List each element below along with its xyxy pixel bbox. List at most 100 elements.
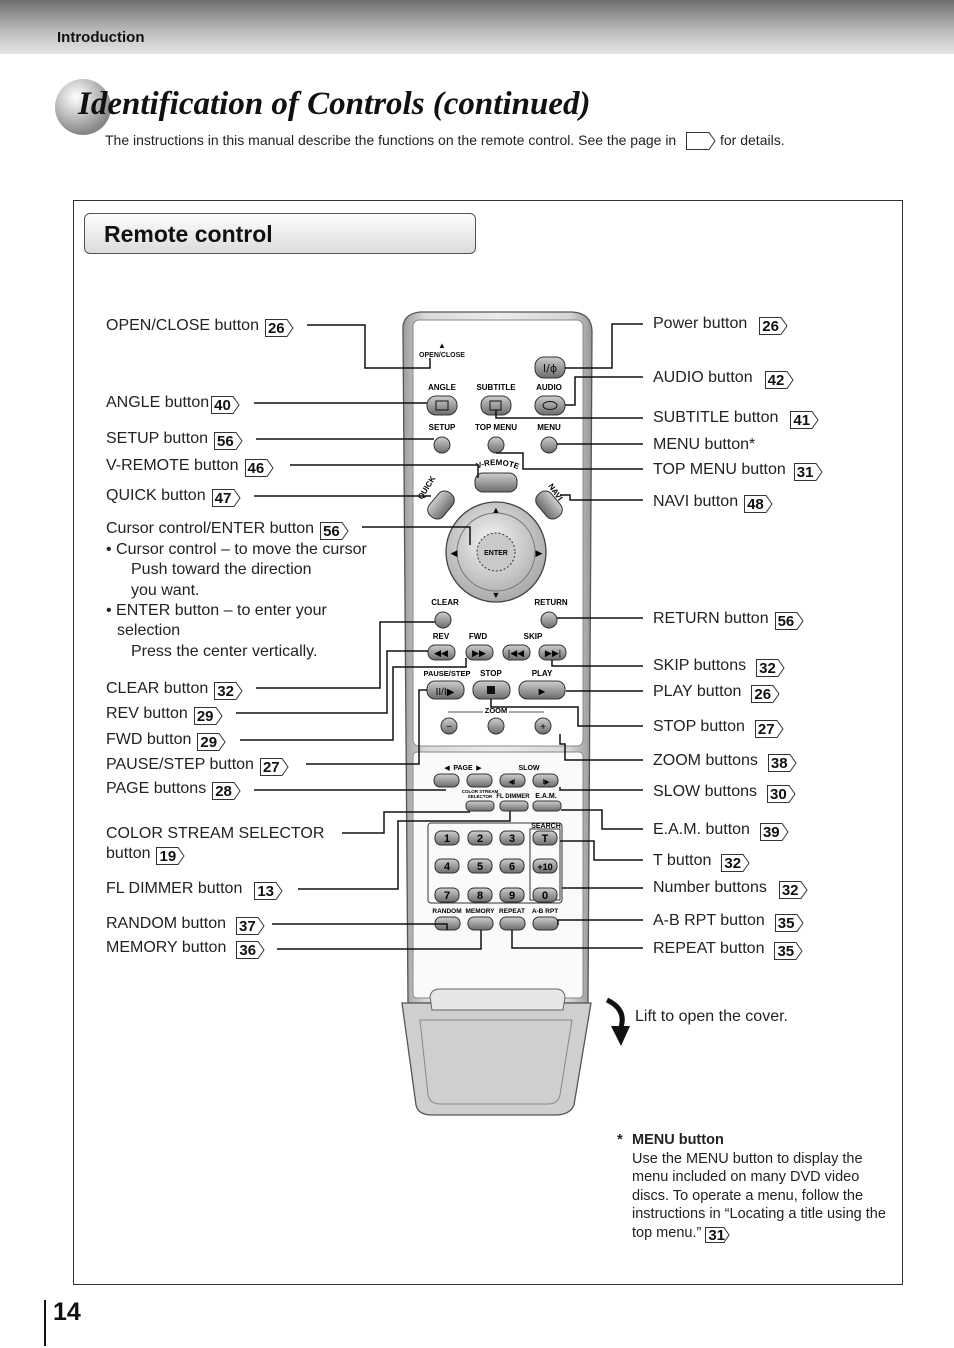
- skip-back-button: [502, 644, 531, 661]
- remote-control-panel: [73, 200, 903, 1285]
- zoom-plus-button: [534, 717, 552, 735]
- pause-step-label: PAUSE/STEP: [424, 669, 471, 678]
- page-ref: 32: [778, 881, 808, 899]
- panel-title-text: Remote control: [104, 221, 273, 247]
- page-ref: 28: [212, 782, 241, 800]
- intro-text: The instructions in this manual describe…: [105, 132, 785, 151]
- label-color-stream: COLOR STREAM SELECTOR: [106, 824, 324, 844]
- menu-label: MENU: [537, 423, 561, 432]
- audio-label: AUDIO: [536, 383, 562, 392]
- page-ref: 30: [767, 785, 796, 803]
- label-text: CLEAR button: [106, 680, 209, 697]
- zoom-label: ZOOM: [485, 706, 508, 715]
- page-ref: 19: [156, 847, 186, 865]
- page-ref: 38: [767, 754, 797, 772]
- skip-back-icon: |◀◀: [508, 648, 524, 658]
- eam-button: [532, 800, 562, 812]
- fwd-button: [465, 644, 494, 661]
- stop-label: STOP: [480, 669, 502, 678]
- page-ref-icon: [686, 132, 716, 151]
- enter-button: [476, 532, 516, 572]
- zoom-minus-icon: −: [446, 722, 452, 733]
- v-remote-button: [474, 472, 518, 493]
- page-ref: 32: [214, 682, 243, 700]
- page-ref: 27: [259, 758, 289, 776]
- top-menu-button: [487, 436, 505, 454]
- ab-rpt-button: [532, 916, 559, 931]
- clear-button: [434, 611, 452, 629]
- page-ref: 56: [320, 522, 349, 540]
- number-button-label: 6: [509, 861, 515, 873]
- rev-button: [427, 644, 456, 661]
- zoom-center-button: [487, 717, 505, 735]
- label-text: COLOR STREAM SELECTOR: [106, 825, 325, 842]
- page-ref: 31: [705, 1226, 734, 1243]
- page-number-rule: [44, 1300, 46, 1346]
- number-button: [499, 830, 525, 846]
- top-menu-label: TOP MENU: [475, 423, 517, 432]
- label-text: SKIP buttons: [653, 657, 747, 674]
- memory-label: MEMORY: [465, 908, 495, 915]
- number-button: [434, 887, 460, 903]
- skip-label: SKIP: [524, 632, 543, 641]
- label-text: REV button: [106, 705, 188, 722]
- angle-label: ANGLE: [428, 383, 457, 392]
- number-button-label: T: [542, 833, 549, 845]
- skip-forward-icon: ▶▶|: [545, 648, 561, 658]
- intro-after: for details.: [720, 132, 785, 148]
- angle-icon: [435, 400, 449, 411]
- label-text: REPEAT button: [653, 940, 765, 957]
- zoom-plus-icon: +: [540, 722, 546, 733]
- power-icon: I/ɸ: [543, 362, 557, 375]
- label-text: E.A.M. button: [653, 821, 750, 838]
- label-text: button: [106, 845, 151, 862]
- page-ref: 26: [264, 319, 294, 337]
- quick-button: [427, 490, 455, 520]
- rev-label: REV: [433, 632, 450, 641]
- number-button-label: 4: [444, 861, 451, 873]
- number-button: [532, 887, 558, 903]
- number-button-label: 1: [444, 833, 450, 845]
- page-back-button: [433, 773, 460, 788]
- memory-button: [467, 916, 494, 931]
- enter-label: ENTER: [484, 550, 508, 557]
- header-bar: [0, 0, 954, 54]
- page-ref: 46: [244, 459, 274, 477]
- color-stream-selector-button: [465, 800, 495, 812]
- cursor-up-icon: ▲: [492, 505, 501, 515]
- page-ref: 31: [793, 463, 823, 481]
- label-text: V-REMOTE button: [106, 457, 239, 474]
- label-clear: CLEAR button 32: [106, 679, 243, 700]
- page-right-icon: ▶: [476, 765, 482, 772]
- label-text: SLOW buttons: [653, 783, 758, 800]
- footnote-body-text: Use the MENU button to display the menu …: [632, 1150, 886, 1241]
- label-color-stream-2: button 19: [106, 844, 186, 865]
- fwd-label: FWD: [469, 632, 487, 641]
- fwd-icon: ▶▶: [472, 648, 486, 658]
- number-button: [467, 858, 493, 874]
- label-text: A-B RPT button: [653, 912, 765, 929]
- return-button: [540, 611, 558, 629]
- audio-button: [534, 395, 566, 416]
- open-close-label: OPEN/CLOSE: [419, 352, 465, 359]
- page-ref: 26: [751, 685, 780, 703]
- page-ref: 32: [756, 659, 785, 677]
- title-bullet-icon: [55, 79, 111, 135]
- number-button: [467, 887, 493, 903]
- color-stream-label-2: SELECTOR: [468, 794, 493, 799]
- number-button-label: 9: [509, 890, 515, 902]
- zoom-minus-button: [440, 717, 458, 735]
- number-button-label: 7: [444, 890, 450, 902]
- label-v-remote: V-REMOTE button 46: [106, 456, 274, 477]
